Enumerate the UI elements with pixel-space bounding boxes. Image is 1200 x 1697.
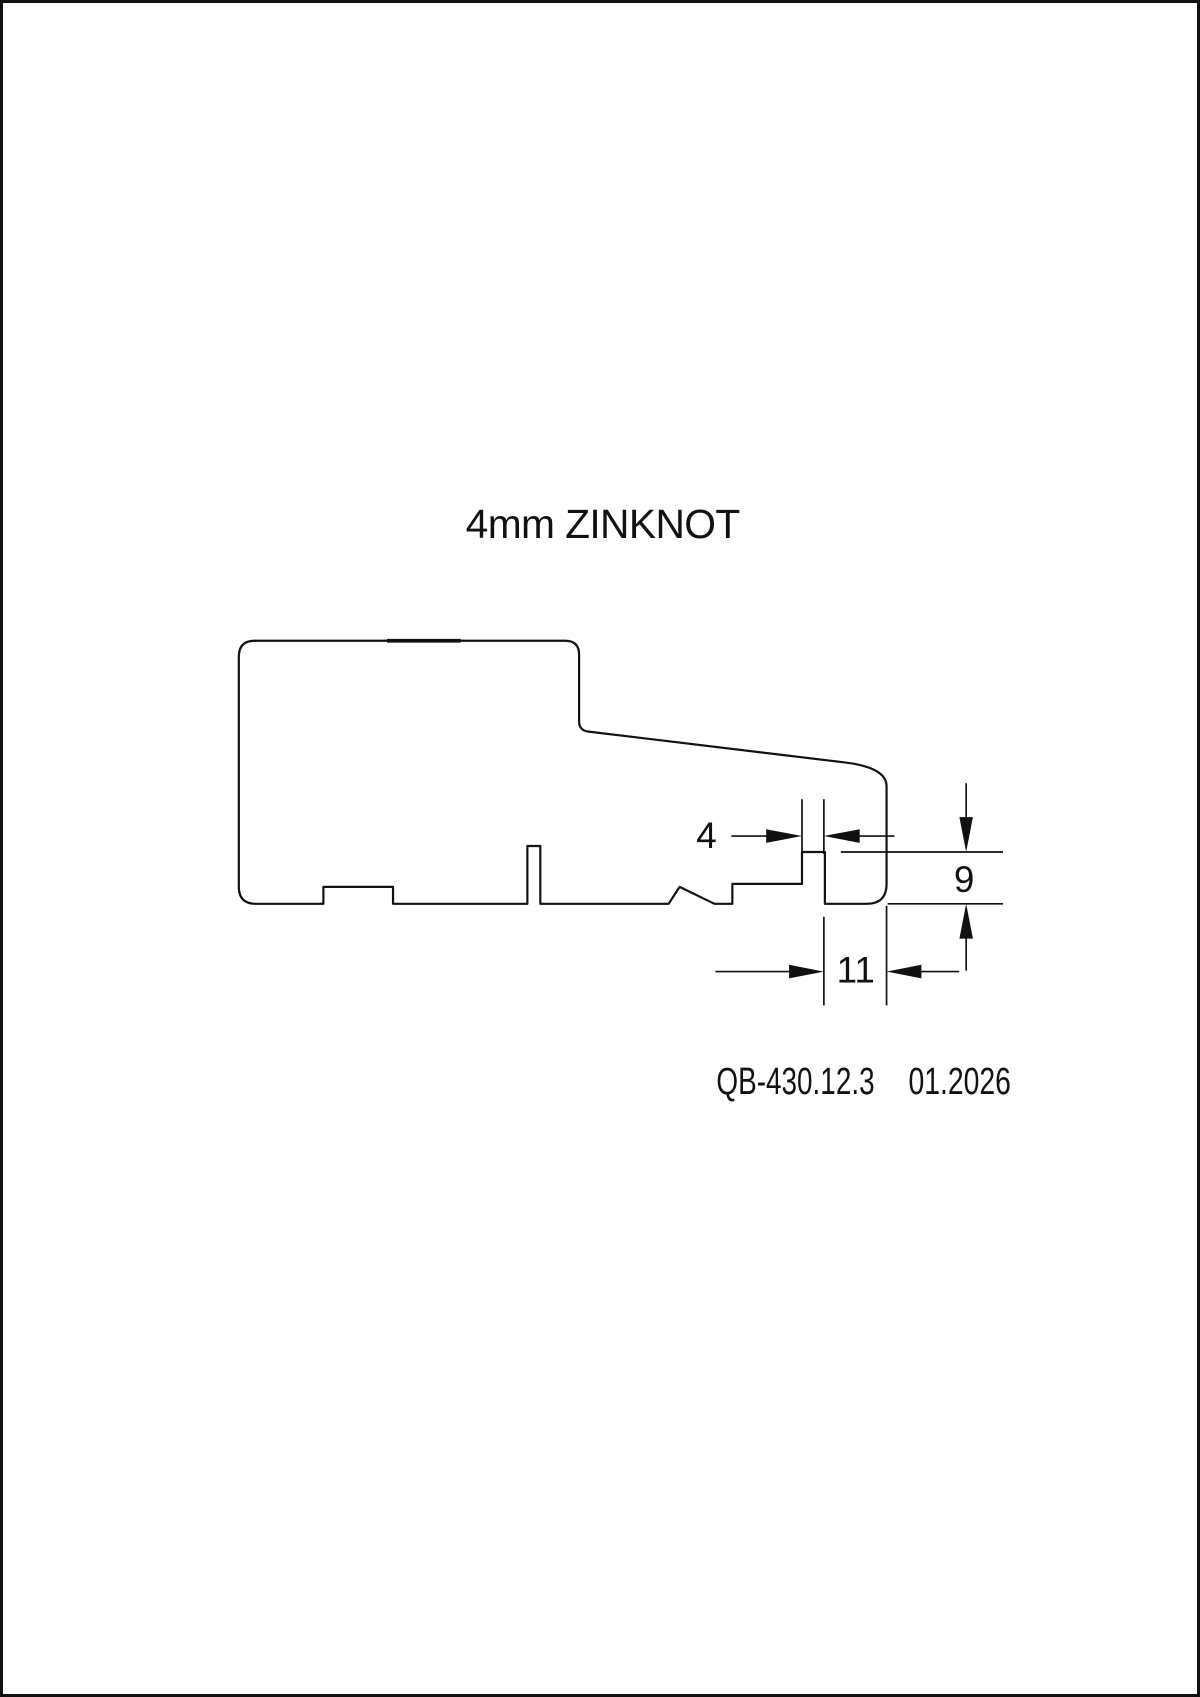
profile-outline: [237, 639, 888, 905]
title-block: QB-430.12.3 01.2026: [716, 1061, 1011, 1103]
arrowhead-left-icon: [823, 829, 860, 843]
dimension-groove-width: 4: [696, 799, 895, 856]
dimension-value: 9: [954, 859, 974, 900]
technical-drawing: 4mm ZINKNOT 4 9: [237, 501, 1011, 1103]
profile-cross-section: [237, 638, 888, 905]
dimension-value: 11: [837, 950, 875, 991]
dimension-value: 4: [696, 815, 716, 856]
revision-date: 01.2026: [908, 1061, 1010, 1103]
arrowhead-left-icon: [886, 964, 922, 979]
drawing-title: 4mm ZINKNOT: [466, 501, 741, 547]
arrowhead-down-icon: [959, 817, 973, 852]
dimension-groove-depth: 9: [840, 783, 1003, 971]
dimension-end-width: 11: [715, 905, 960, 1006]
arrowhead-up-icon: [959, 903, 973, 939]
drawing-number: QB-430.12.3: [716, 1061, 874, 1103]
arrowhead-right-icon: [766, 829, 802, 843]
arrowhead-right-icon: [789, 964, 824, 979]
